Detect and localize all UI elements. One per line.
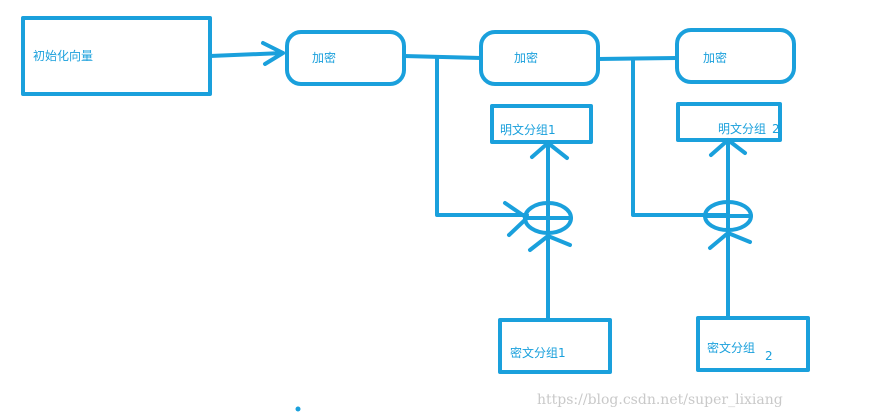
encrypt-box-2 [479,30,600,86]
xor2-to-plaintext2-arrow [709,138,747,204]
ciphertext-box-2 [696,316,810,372]
ciphertext1-to-xor1-arrow [528,231,572,322]
plaintext-label-2-digit: 2 [772,122,780,136]
xor1-input-arrowhead [503,201,529,237]
encrypt1-to-encrypt2-line [402,54,483,60]
ciphertext-box-1 [498,318,612,374]
iv-to-encrypt1-arrow [208,41,285,66]
ciphertext-label-2-subscript: 2 [765,349,773,363]
plaintext-box-1 [490,104,593,144]
encrypt-box-3 [675,28,796,84]
xor-circle-icon [703,200,753,232]
encrypt1-to-xor1-line [435,55,529,217]
encrypt2-to-encrypt3-line [596,56,679,61]
plaintext-label-2: 明文分组 [718,121,766,136]
plaintext-label-1: 明文分组1 [500,122,556,137]
xor1-to-plaintext1-arrow [530,141,569,205]
xor-circle-icon [523,201,573,235]
encrypt-box-1 [285,30,406,86]
encrypt-label-3: 加密 [703,50,727,65]
watermark: https://blog.csdn.net/super_lixiang [537,392,783,408]
ciphertext-label-1: 密文分组1 [510,345,566,360]
stray-dot [295,406,301,412]
iv-label: 初始化向量 [33,48,93,63]
encrypt-label-1: 加密 [312,50,336,65]
encrypt-label-2: 加密 [514,50,538,65]
ciphertext2-to-xor2-arrow [708,228,752,320]
ciphertext-label-2: 密文分组 [707,340,755,355]
encrypt2-to-xor2-line [631,57,729,217]
